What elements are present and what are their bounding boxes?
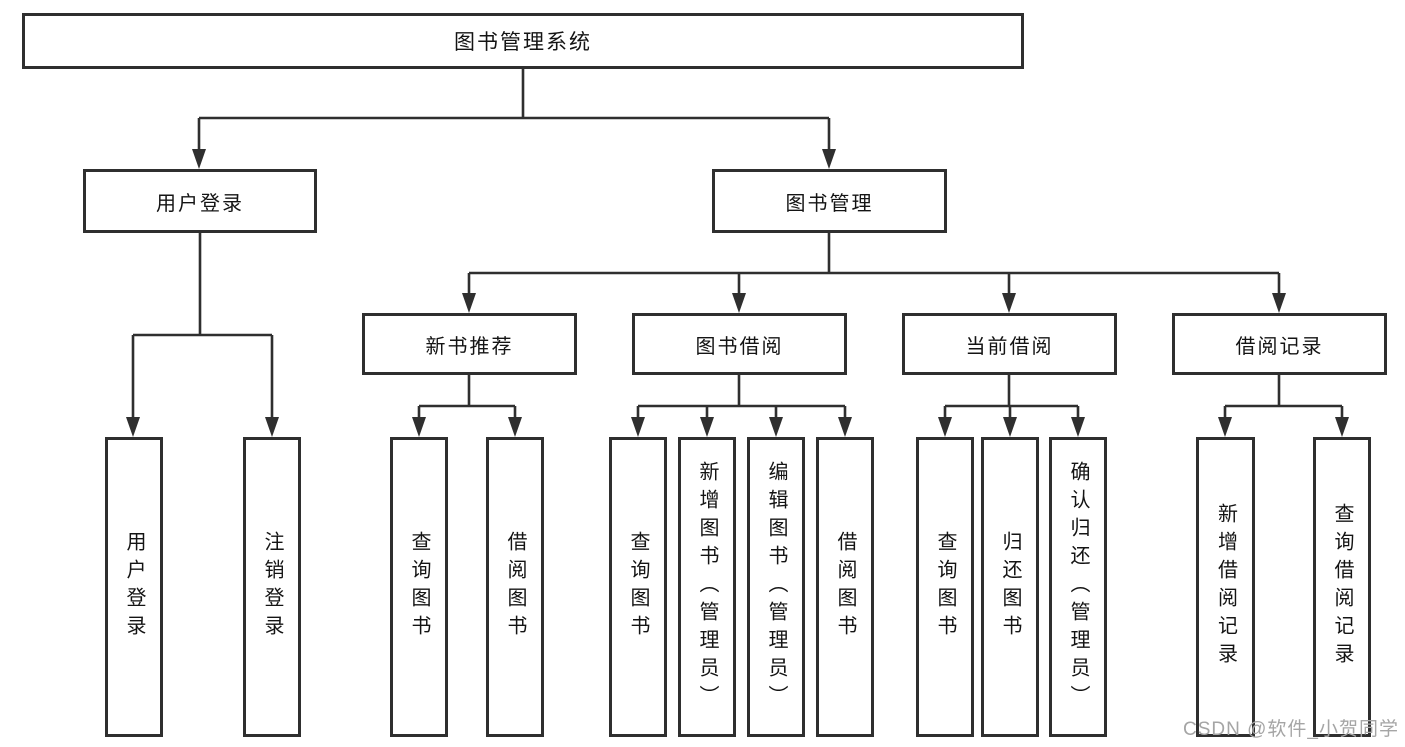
leaf-borrow-add-books-admin-label: 新增图书（管理员）	[696, 461, 718, 713]
leaf-borrow-borrow-books: 借阅图书	[816, 437, 874, 737]
leaf-borrow-borrow-books-label: 借阅图书	[834, 531, 856, 643]
leaf-borrow-edit-books-admin-label: 编辑图书（管理员）	[765, 461, 787, 713]
leaf-records-query-record: 查询借阅记录	[1313, 437, 1371, 737]
leaf-borrow-query-books-label: 查询图书	[627, 531, 649, 643]
leaf-borrow-edit-books-admin: 编辑图书（管理员）	[747, 437, 805, 737]
connector-newbook-to-leaves	[412, 375, 522, 437]
leaf-current-query-books-label: 查询图书	[934, 531, 956, 643]
leaf-records-add-record: 新增借阅记录	[1196, 437, 1255, 737]
connector-borrow-to-leaves	[631, 375, 852, 437]
node-book-borrowing-label: 图书借阅	[695, 335, 784, 358]
leaf-logout: 注销登录	[243, 437, 301, 737]
leaf-current-return-books: 归还图书	[981, 437, 1039, 737]
leaf-logout-label: 注销登录	[261, 531, 283, 643]
node-current-borrowing: 当前借阅	[902, 313, 1117, 375]
connector-mgmt-to-level3	[462, 233, 1286, 313]
leaf-current-confirm-return-admin-label: 确认归还（管理员）	[1067, 461, 1089, 713]
node-root-system: 图书管理系统	[22, 13, 1024, 69]
leaf-newbook-query-books-label: 查询图书	[408, 531, 430, 643]
leaf-newbook-borrow-books-label: 借阅图书	[504, 531, 526, 643]
connector-root-to-level2	[192, 69, 836, 169]
leaf-borrow-query-books: 查询图书	[609, 437, 667, 737]
node-user-login: 用户登录	[83, 169, 317, 233]
node-borrowing-records-label: 借阅记录	[1235, 335, 1324, 358]
leaf-newbook-query-books: 查询图书	[390, 437, 448, 737]
leaf-current-return-books-label: 归还图书	[999, 531, 1021, 643]
node-borrowing-records: 借阅记录	[1172, 313, 1387, 375]
node-root-system-label: 图书管理系统	[454, 31, 592, 54]
node-current-borrowing-label: 当前借阅	[965, 335, 1054, 358]
connector-login-to-leaves	[126, 233, 279, 437]
node-book-borrowing: 图书借阅	[632, 313, 847, 375]
leaf-records-query-record-label: 查询借阅记录	[1331, 503, 1353, 671]
csdn-watermark: CSDN @软件_小贺同学	[1183, 719, 1399, 740]
leaf-current-query-books: 查询图书	[916, 437, 974, 737]
leaf-user-login-label: 用户登录	[123, 531, 145, 643]
leaf-newbook-borrow-books: 借阅图书	[486, 437, 544, 737]
leaf-records-add-record-label: 新增借阅记录	[1214, 503, 1237, 671]
leaf-current-confirm-return-admin: 确认归还（管理员）	[1049, 437, 1107, 737]
connector-records-to-leaves	[1218, 375, 1349, 437]
node-book-management-label: 图书管理	[785, 192, 874, 215]
leaf-user-login: 用户登录	[105, 437, 163, 737]
node-new-book-recommend-label: 新书推荐	[425, 335, 514, 358]
node-book-management: 图书管理	[712, 169, 947, 233]
leaf-borrow-add-books-admin: 新增图书（管理员）	[678, 437, 736, 737]
node-new-book-recommend: 新书推荐	[362, 313, 577, 375]
connector-current-to-leaves	[938, 375, 1085, 437]
node-user-login-label: 用户登录	[156, 192, 244, 215]
